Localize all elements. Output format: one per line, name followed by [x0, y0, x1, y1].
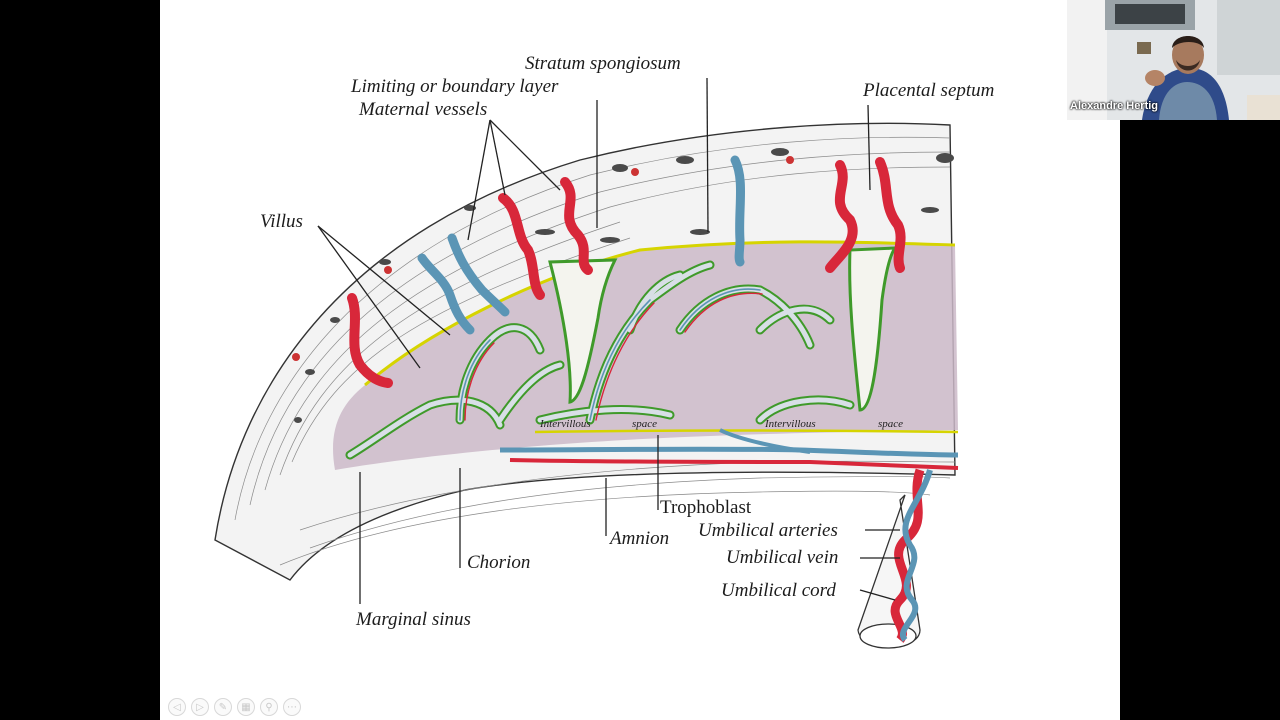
- label-chorion: Chorion: [467, 552, 531, 573]
- label-villus: Villus: [260, 211, 303, 232]
- label-stratum-spongiosum: Stratum spongiosum: [525, 53, 681, 74]
- placenta-diagram: [214, 77, 959, 649]
- label-amnion: Amnion: [610, 528, 670, 549]
- label-maternal-vessels: Maternal vessels: [359, 99, 488, 120]
- pen-icon[interactable]: ✎: [214, 698, 232, 716]
- slides-icon[interactable]: ▦: [237, 698, 255, 716]
- leader-lines: [317, 77, 900, 604]
- label-umbilical-vein: Umbilical vein: [726, 547, 839, 568]
- label-placental-septum: Placental septum: [863, 80, 995, 101]
- label-intervillous-space-left: Intervillous: [540, 418, 591, 430]
- more-icon[interactable]: ⋯: [283, 698, 301, 716]
- label-intervillous-space-right: Intervillous: [765, 418, 816, 430]
- label-trophoblast: Trophoblast: [660, 497, 752, 518]
- chorionic-vessels: [499, 428, 959, 470]
- zoom-icon[interactable]: ⚲: [260, 698, 278, 716]
- boundary-yellow: [364, 240, 956, 387]
- presentation-slide: Stratum spongiosum Limiting or boundary …: [160, 0, 1120, 720]
- label-intervillous-space-left-b: space: [632, 418, 658, 430]
- label-umbilical-arteries: Umbilical arteries: [698, 520, 838, 541]
- umbilical-cord: [857, 468, 933, 649]
- participant-video-tile[interactable]: Alexandre Hertig: [1067, 0, 1280, 120]
- label-limiting-layer: Limiting or boundary layer: [351, 76, 559, 97]
- label-intervillous-space-right-b: space: [878, 418, 904, 430]
- slideshow-toolbar: ◁ ▷ ✎ ▦ ⚲ ⋯: [168, 698, 301, 716]
- label-marginal-sinus: Marginal sinus: [356, 609, 471, 630]
- webcam-feed: [1067, 0, 1280, 120]
- villous-trees: [345, 260, 855, 460]
- gland-dots: [294, 148, 954, 423]
- red-dots: [292, 156, 794, 361]
- label-umbilical-cord: Umbilical cord: [721, 580, 836, 601]
- placental-septa: [548, 246, 899, 412]
- participant-name: Alexandre Hertig: [1070, 100, 1159, 112]
- maternal-vessels: [347, 155, 906, 388]
- next-icon[interactable]: ▷: [191, 698, 209, 716]
- previous-icon[interactable]: ◁: [168, 698, 186, 716]
